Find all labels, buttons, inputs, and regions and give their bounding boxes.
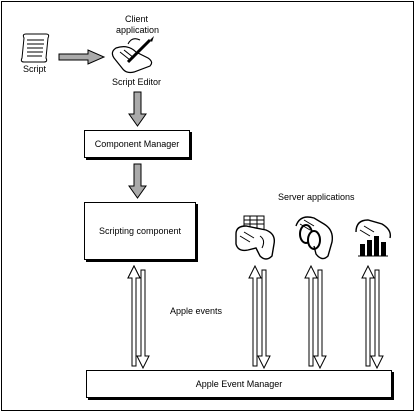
apple-event-manager-box: Apple Event Manager [86,370,392,398]
script-editor-label: Script Editor [112,77,162,87]
client-label-line2: application [116,25,160,35]
component-manager-box: Component Manager [84,130,190,158]
script-to-client-arrow [58,49,106,65]
hand-with-pen-icon [111,36,154,74]
hand-with-chain-icon [295,216,334,260]
server-1-event-arrows [248,264,271,370]
script-label: Script [23,64,47,74]
apple-events-label: Apple events [170,306,223,316]
editor-to-component-manager-arrow [128,91,147,127]
apple-event-manager-label: Apple Event Manager [195,379,283,389]
script-scroll-icon [20,33,50,63]
scripting-component-event-arrows [127,264,150,370]
scripting-component-label: Scripting component [98,226,182,236]
hand-with-spreadsheet-icon [235,215,276,260]
client-label-line1: Client [125,14,149,24]
hand-with-bar-chart-icon [355,219,392,257]
server-applications-label: Server applications [278,192,355,202]
component-manager-label: Component Manager [94,139,180,149]
component-manager-to-scripting-arrow [128,163,147,199]
scripting-component-box: Scripting component [84,202,196,260]
server-2-event-arrows [304,264,327,370]
server-3-event-arrows [361,264,384,370]
